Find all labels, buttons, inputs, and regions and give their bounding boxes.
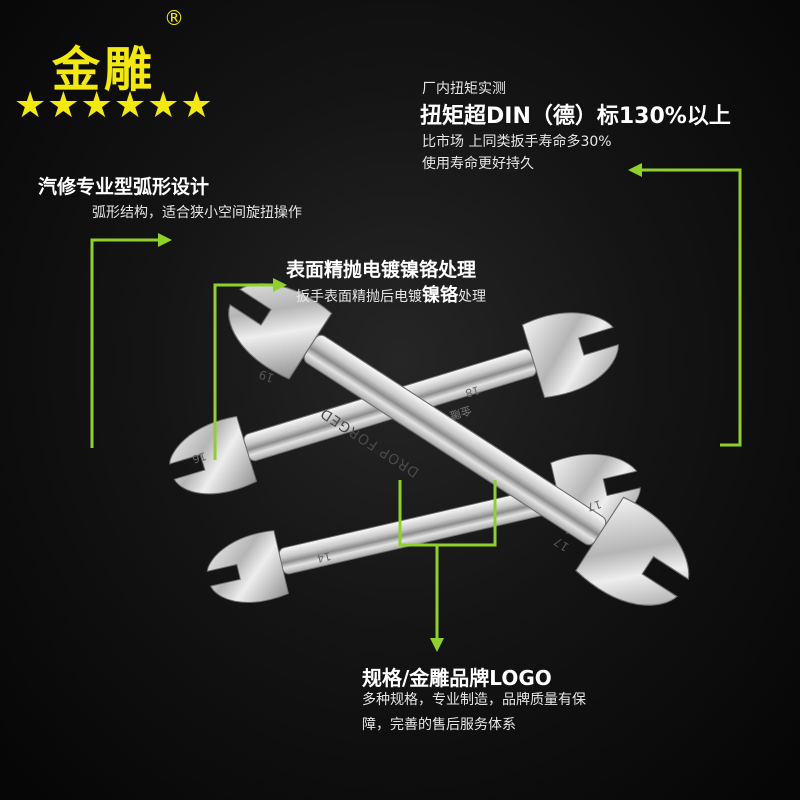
surface-title: 表面精抛电镀镍铬处理 [286,259,477,281]
arc-design-desc: 弧形结构，适合狭小空间旋扭操作 [92,205,302,221]
torque-line4: 使用寿命更好持久 [422,156,534,172]
surface-desc: 扳手表面精抛后电镀镍铬处理 [296,281,486,307]
callout-arrows [158,163,642,652]
spec-desc: 多种规格，专业制造，品牌质量有保障，完善的售后服务体系 [362,692,586,733]
torque-headline: 扭矩超DIN（德）标130%以上 [420,104,731,129]
arc-design-title: 汽修专业型弧形设计 [38,176,210,198]
size-mark-14: 14 [316,549,333,565]
size-mark-16: 16 [191,449,208,466]
size-mark-19: 19 [257,367,276,385]
registered-mark: ® [164,6,184,30]
size-mark-17: 17 [551,534,571,554]
callout-lines [90,168,742,640]
logo-mark: 金雕 [448,403,473,423]
surface-desc-prefix: 扳手表面精抛后电镀 [296,289,422,305]
brand-logo-text: 金雕 [52,42,157,98]
size-mark-18: 18 [464,383,481,400]
torque-line3: 比市场 上同类扳手寿命多30% [422,134,612,150]
surface-desc-suffix: 处理 [458,289,486,305]
torque-line1: 厂内扭矩实测 [422,81,506,97]
size-mark-17b: 17 [586,497,603,514]
rating-stars: ★★★★★★ [14,85,214,126]
spec-title: 规格/金雕品牌LOGO [362,666,552,690]
surface-desc-bold: 镍铬 [422,285,458,306]
